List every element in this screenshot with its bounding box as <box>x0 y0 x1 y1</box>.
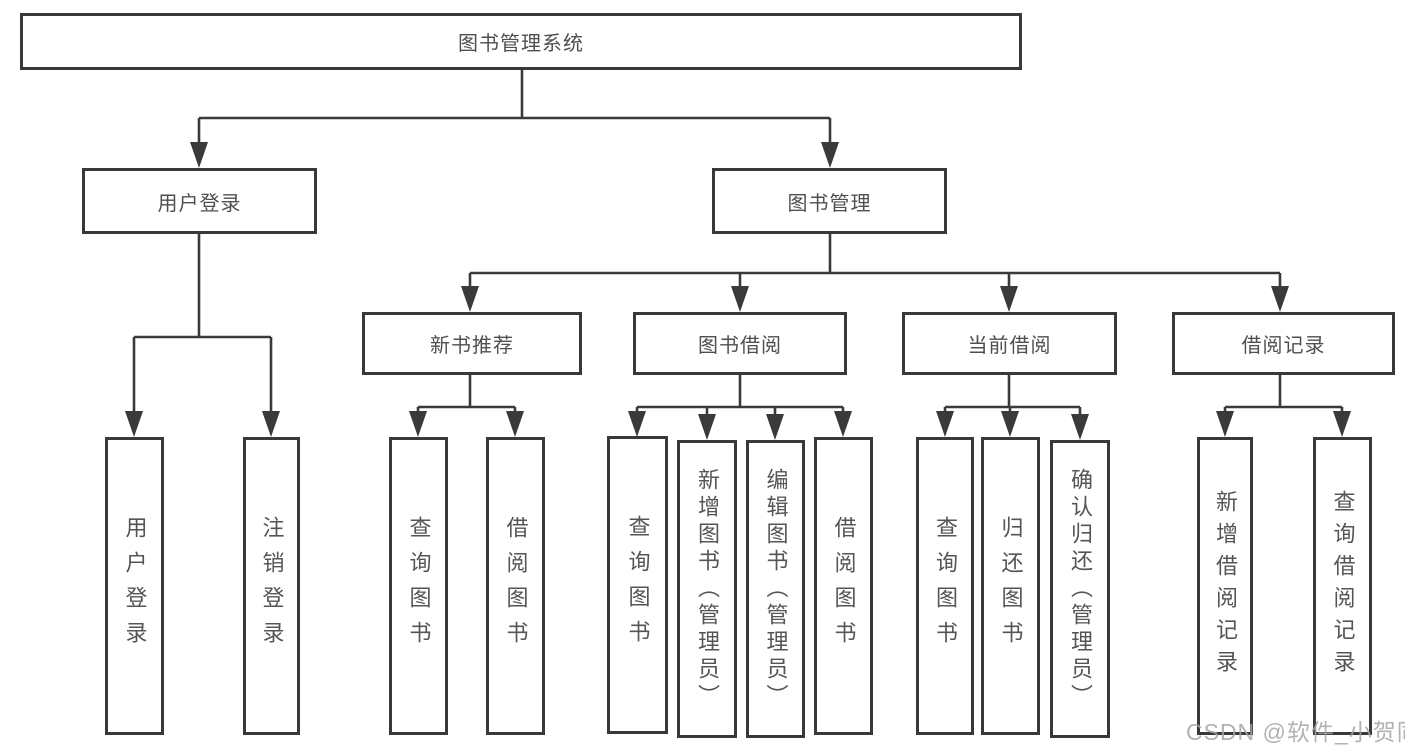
leaf-edit-book-admin: 编辑图书（管理员） <box>746 440 805 738</box>
node-library-system: 图书管理系统 <box>20 13 1022 70</box>
leaf-borrow-books-recommend: 借阅图书 <box>486 437 545 735</box>
leaf-confirm-return-admin-label: 确认归还（管理员） <box>1068 467 1093 711</box>
csdn-watermark: CSDN @软件_小贺同学 <box>1186 719 1405 745</box>
node-new-book-recommend: 新书推荐 <box>362 312 582 375</box>
leaf-user-login-label: 用户登录 <box>122 516 148 656</box>
leaf-query-borrow-record-label: 查询借阅记录 <box>1330 490 1356 682</box>
leaf-logout: 注销登录 <box>243 437 300 735</box>
leaf-query-borrow-record: 查询借阅记录 <box>1313 437 1372 735</box>
leaf-query-books-recommend: 查询图书 <box>389 437 448 735</box>
leaf-user-login: 用户登录 <box>105 437 164 735</box>
leaf-logout-label: 注销登录 <box>259 516 285 656</box>
node-borrowing-records-label: 借阅记录 <box>1241 335 1326 357</box>
leaf-return-books: 归还图书 <box>981 437 1040 735</box>
node-current-borrowing: 当前借阅 <box>902 312 1117 375</box>
node-book-management-label: 图书管理 <box>787 192 872 215</box>
leaf-add-book-admin: 新增图书（管理员） <box>677 440 737 738</box>
node-book-management: 图书管理 <box>712 168 947 234</box>
leaf-return-books-label: 归还图书 <box>998 516 1024 656</box>
connector-elbows <box>132 70 1344 418</box>
leaf-query-books-borrowing: 查询图书 <box>607 436 668 734</box>
leaf-confirm-return-admin: 确认归还（管理员） <box>1050 440 1110 738</box>
leaf-edit-book-admin-label: 编辑图书（管理员） <box>763 467 789 711</box>
leaf-borrow-books-recommend-label: 借阅图书 <box>503 516 529 656</box>
node-book-borrowing: 图书借阅 <box>633 312 847 375</box>
leaf-add-borrow-record-label: 新增借阅记录 <box>1213 490 1238 682</box>
node-borrowing-records: 借阅记录 <box>1172 312 1395 375</box>
leaf-query-books-borrowing-label: 查询图书 <box>625 515 651 655</box>
leaf-borrow-books-borrowing: 借阅图书 <box>814 437 873 735</box>
leaf-query-books-recommend-label: 查询图书 <box>406 516 432 656</box>
leaf-query-books-current-label: 查询图书 <box>933 516 958 656</box>
node-current-borrowing-label: 当前借阅 <box>967 335 1052 357</box>
node-library-system-label: 图书管理系统 <box>458 33 584 55</box>
arrowhead-markers <box>125 142 1351 440</box>
node-book-borrowing-label: 图书借阅 <box>698 335 782 357</box>
node-new-book-recommend-label: 新书推荐 <box>430 335 514 357</box>
node-user-login-label: 用户登录 <box>157 192 242 215</box>
leaf-add-book-admin-label: 新增图书（管理员） <box>695 467 720 711</box>
leaf-query-books-current: 查询图书 <box>916 437 974 735</box>
node-user-login: 用户登录 <box>82 168 317 234</box>
leaf-add-borrow-record: 新增借阅记录 <box>1197 437 1253 735</box>
leaf-borrow-books-borrowing-label: 借阅图书 <box>831 516 857 656</box>
